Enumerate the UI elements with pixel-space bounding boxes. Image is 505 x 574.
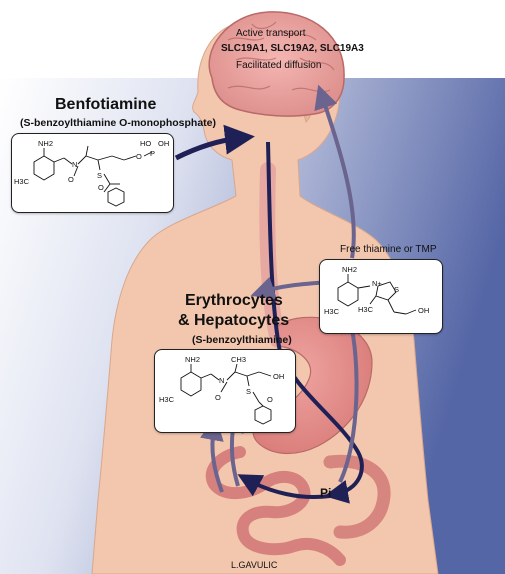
arrow-main-digestive-route <box>266 141 364 504</box>
free-thiamine-label: Free thiamine or TMP <box>340 244 437 255</box>
atom-nh2: NH2 <box>342 265 357 274</box>
benfotiamine-title: Benfotiamine <box>55 96 157 113</box>
atom-o-benzoyl: O <box>98 183 104 192</box>
atom-h3c: H3C <box>159 395 175 404</box>
atom-oh: OH <box>273 372 284 381</box>
erythrocytes-title-line1: Erythrocytes <box>185 292 283 309</box>
active-transport-label: Active transport <box>236 28 306 39</box>
atom-p: P <box>150 149 155 158</box>
small-intestine <box>205 446 346 566</box>
atom-o: O <box>215 393 221 402</box>
s-benzoylthiamine-structure-box: NH2 H3C N CH3 O S OH O <box>154 349 296 433</box>
facilitated-diffusion-label: Facilitated diffusion <box>236 60 322 71</box>
atom-nh2: NH2 <box>38 139 53 148</box>
s-benzoylthiamine-structure: NH2 H3C N CH3 O S OH O <box>159 355 284 425</box>
erythrocytes-title-line2: & Hepatocytes <box>178 312 290 329</box>
benfotiamine-subtitle: (S-benzoylthiamine O-monophosphate) <box>20 117 216 129</box>
arrow-to-brain <box>314 84 356 259</box>
atom-o-ester: O <box>136 152 142 161</box>
colon <box>323 454 391 539</box>
erythrocytes-subtitle: (S-benzoylthiamine) <box>192 334 292 346</box>
pi-label: Pi <box>320 486 332 500</box>
atom-ch3: CH3 <box>231 355 246 364</box>
arrow-intestine-to-erythrocytes-1 <box>200 416 224 493</box>
free-thiamine-structure: NH2 H3C N+ S H3C OH <box>324 265 429 316</box>
arrow-pi-to-free-thiamine <box>338 308 365 483</box>
atom-n-plus: N+ <box>372 279 382 288</box>
atom-s: S <box>97 171 102 180</box>
artist-signature: L.GAVULIC <box>231 560 278 570</box>
atom-n: N <box>72 160 77 169</box>
free-thiamine-structure-box: NH2 H3C N+ S H3C OH <box>319 259 443 334</box>
atom-ho: HO <box>140 139 151 148</box>
atom-n: N <box>219 376 224 385</box>
atom-s: S <box>246 387 251 396</box>
atom-o-benzoyl: O <box>267 395 273 404</box>
arrow-benfotiamine-to-mouth <box>174 124 255 161</box>
atom-h3c: H3C <box>14 177 30 186</box>
atom-o: O <box>68 175 74 184</box>
atom-oh: OH <box>158 139 169 148</box>
benfotiamine-structure: NH2 H3C N O S O P HO OH O <box>14 139 169 207</box>
arrow-loop-back <box>237 474 331 500</box>
atom-nh2: NH2 <box>185 355 200 364</box>
atom-oh: OH <box>418 306 429 315</box>
benfotiamine-structure-box: NH2 H3C N O S O P HO OH O <box>11 133 174 213</box>
atom-ch3: H3C <box>358 305 374 314</box>
atom-h3c: H3C <box>324 307 340 316</box>
brain-folds <box>227 21 335 93</box>
transporters-label: SLC19A1, SLC19A2, SLC19A3 <box>221 43 364 54</box>
atom-s: S <box>394 285 399 294</box>
